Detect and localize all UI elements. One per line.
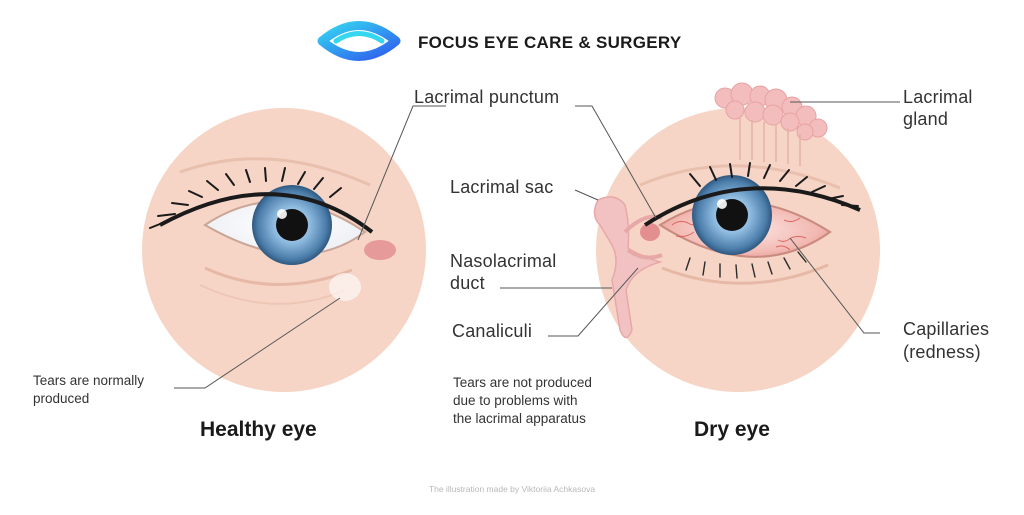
- leader-tears-healthy: [174, 297, 341, 389]
- leader-lines: [174, 101, 900, 389]
- leader-lacrimal-punctum-dry: [575, 105, 657, 219]
- label-lacrimal-gland-line2: gland: [903, 109, 949, 129]
- illustration-credit: The illustration made by Viktoriia Achka…: [428, 484, 596, 494]
- label-nasolacrimal-duct-line2: duct: [450, 273, 485, 293]
- brand-title: FOCUS EYE CARE & SURGERY: [418, 33, 682, 52]
- label-canaliculi: Canaliculi: [452, 321, 533, 341]
- label-lacrimal-gland-line1: Lacrimal: [903, 87, 973, 107]
- caption-dry-eye: Dry eye: [694, 418, 770, 441]
- label-lacrimal-sac: Lacrimal sac: [450, 177, 554, 197]
- nasolacrimal-system-shape: [593, 196, 663, 339]
- note-healthy-line2: produced: [33, 391, 90, 406]
- leader-canaliculi: [548, 267, 639, 337]
- label-nasolacrimal-duct-line1: Nasolacrimal: [450, 251, 557, 271]
- eye-logo-icon: [317, 21, 401, 61]
- label-capillaries-line1: Capillaries: [903, 319, 990, 339]
- healthy-eye-illustration: [142, 108, 426, 392]
- leader-lacrimal-sac: [574, 189, 599, 201]
- note-dry-line3: the lacrimal apparatus: [453, 411, 586, 426]
- note-dry-line2: due to problems with: [453, 393, 578, 408]
- note-healthy-line1: Tears are normally: [33, 373, 145, 388]
- label-capillaries-line2: (redness): [903, 342, 981, 362]
- caption-healthy-eye: Healthy eye: [200, 418, 317, 441]
- label-lacrimal-punctum: Lacrimal punctum: [414, 87, 560, 107]
- dry-eye-illustration: [593, 82, 880, 392]
- leader-lacrimal-punctum-healthy: [357, 105, 446, 241]
- note-dry-line1: Tears are not produced: [453, 375, 592, 390]
- lacrimal-gland-shape: [714, 82, 828, 141]
- leader-capillaries: [789, 237, 880, 334]
